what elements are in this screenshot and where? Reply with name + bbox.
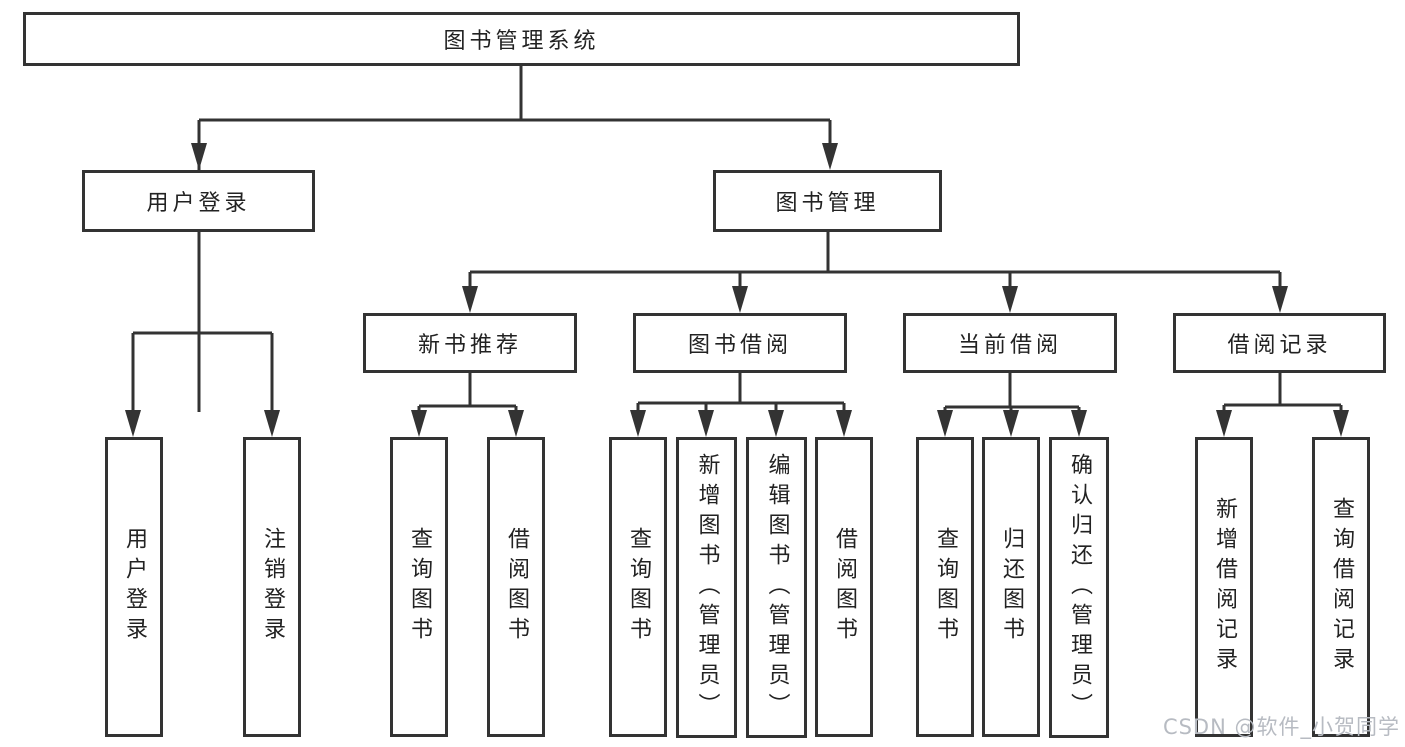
node-borrowing-records: 借阅记录 bbox=[1173, 313, 1386, 373]
leaf-query-books-recommend: 查询图书 bbox=[390, 437, 448, 737]
node-user-login: 用户登录 bbox=[82, 170, 315, 232]
connector-recommend-children bbox=[417, 373, 518, 412]
leaf-query-borrowing-record-label: 查询借阅记录 bbox=[1329, 497, 1354, 677]
leaf-return-books: 归还图书 bbox=[982, 437, 1040, 737]
node-book-borrowing-label: 图书借阅 bbox=[687, 333, 792, 358]
node-new-book-recommendation: 新书推荐 bbox=[363, 313, 577, 373]
leaf-add-borrowing-record-label: 新增借阅记录 bbox=[1212, 497, 1237, 677]
leaf-add-borrowing-record: 新增借阅记录 bbox=[1195, 437, 1253, 737]
leaf-return-books-label: 归还图书 bbox=[999, 527, 1024, 647]
leaf-query-borrowing-record: 查询借阅记录 bbox=[1312, 437, 1370, 737]
node-new-book-recommendation-label: 新书推荐 bbox=[417, 333, 522, 358]
connector-book-mgmt-groups bbox=[468, 232, 1282, 288]
leaf-user-login-label: 用户登录 bbox=[122, 527, 147, 647]
leaf-edit-books-admin-label: 编辑图书（管理员） bbox=[764, 452, 790, 723]
connector-user-login-children bbox=[131, 232, 274, 412]
leaf-borrow-books-borrowing-label: 借阅图书 bbox=[832, 527, 857, 647]
node-current-borrowing: 当前借阅 bbox=[903, 313, 1117, 373]
node-root: 图书管理系统 bbox=[23, 12, 1020, 66]
node-user-login-label: 用户登录 bbox=[146, 191, 251, 216]
leaf-query-books-current: 查询图书 bbox=[916, 437, 974, 737]
leaf-add-books-admin: 新增图书（管理员） bbox=[676, 437, 737, 738]
arrowheads bbox=[125, 143, 1349, 437]
node-book-borrowing: 图书借阅 bbox=[633, 313, 847, 373]
leaf-borrow-books-recommend-label: 借阅图书 bbox=[504, 527, 529, 647]
csdn-watermark: CSDN @软件_小贺同学 bbox=[1162, 715, 1400, 739]
leaf-logout: 注销登录 bbox=[243, 437, 301, 737]
node-current-borrowing-label: 当前借阅 bbox=[957, 333, 1062, 358]
node-book-management-label: 图书管理 bbox=[775, 191, 880, 216]
leaf-confirm-return-admin: 确认归还（管理员） bbox=[1049, 437, 1109, 738]
connector-root-branches bbox=[197, 66, 832, 412]
leaf-confirm-return-admin-label: 确认归还（管理员） bbox=[1067, 452, 1092, 723]
leaf-borrow-books-recommend: 借阅图书 bbox=[487, 437, 545, 737]
leaf-edit-books-admin: 编辑图书（管理员） bbox=[746, 437, 807, 738]
node-book-management: 图书管理 bbox=[713, 170, 942, 232]
node-borrowing-records-label: 借阅记录 bbox=[1227, 333, 1332, 358]
leaf-query-books-borrowing: 查询图书 bbox=[609, 437, 667, 737]
node-root-label: 图书管理系统 bbox=[443, 29, 600, 54]
leaf-add-books-admin-label: 新增图书（管理员） bbox=[694, 452, 720, 723]
leaf-borrow-books-borrowing: 借阅图书 bbox=[815, 437, 873, 737]
connector-current-children bbox=[943, 373, 1081, 412]
leaf-query-books-recommend-label: 查询图书 bbox=[407, 527, 432, 647]
connector-records-children bbox=[1222, 373, 1343, 412]
leaf-query-books-current-label: 查询图书 bbox=[933, 527, 958, 647]
leaf-query-books-borrowing-label: 查询图书 bbox=[626, 527, 651, 647]
leaf-logout-label: 注销登录 bbox=[260, 527, 285, 647]
leaf-user-login: 用户登录 bbox=[105, 437, 163, 737]
connector-borrowing-children bbox=[636, 373, 846, 412]
